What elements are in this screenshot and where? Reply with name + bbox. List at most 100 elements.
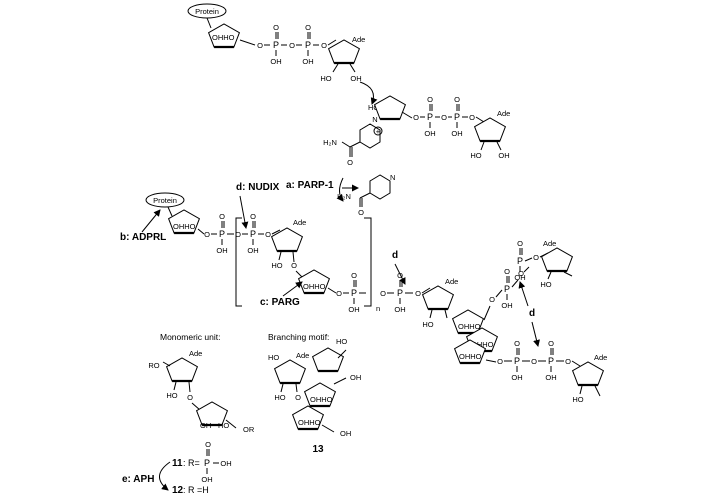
phosphate-hydroxyl: OH [511,373,522,382]
ribose-2-oh: HO [320,74,331,83]
bridging-oxygen: O [518,269,524,278]
chain-bond [571,360,581,367]
phosphoryl-oxygen: O [514,339,520,348]
phosphate-hydroxyl: OH [424,129,435,138]
phosphate-hydroxyl: OH [201,475,212,484]
bridging-oxygen: O [204,230,210,239]
phosphate-hydroxyl: OH [514,273,525,282]
parp1-label: a: PARP-1 [286,180,334,191]
monomeric-caption: Monomeric unit: [160,332,220,342]
chain-bond [485,359,497,363]
phosphate-hydroxyl: OH [348,305,359,314]
bridging-oxygen: O [531,357,537,366]
ribose-hydroxyl-bond [480,141,485,151]
top-ribose-ring [207,23,241,48]
phosphorus-atom: P [517,256,523,266]
polymer-left-bracket [235,217,242,307]
nad-adenosine-ring [473,117,507,142]
branch-low-hydroxyls: OHHO [298,418,321,427]
nudix-label: d: NUDIX [236,182,280,193]
phosphorus-atom: P [504,284,510,294]
chain-bond [523,266,530,273]
phosphoryl-oxygen: O [548,339,554,348]
ribose-2-oh: HO [271,261,282,270]
branch-motif-adenosine [273,359,307,384]
bridging-oxygen: O [497,357,503,366]
phosphorus-atom: P [427,112,433,122]
phosphoryl-oxygen: O [305,23,311,32]
phosphoryl-oxygen: O [351,271,357,280]
phosphoryl-oxygen: O [504,267,510,276]
monomer-adenosine [165,357,199,382]
ribose-3-oh: OH [350,74,361,83]
adenine-label: Ade [296,351,309,360]
monomer-ribose-ho: HO [218,421,229,430]
branch-5-ho: HO [268,353,279,362]
bridging-oxygen: O [336,289,342,298]
top-adenosine-ring [327,39,361,64]
ribose-2-oh: HO [166,391,177,400]
protein-label: Protein [195,7,219,16]
phosphoryl-oxygen: O [250,212,256,221]
pyridinium-ring [359,123,381,149]
chain-bond [327,287,337,294]
bridging-oxygen: O [415,289,421,298]
amide-oxygen: O [358,208,364,217]
monomer-or: OR [243,425,255,434]
bridging-oxygen: O [321,41,327,50]
ribose-hydroxyl-bond [496,141,502,151]
nudix-arrow [239,195,249,229]
chain-bond [321,424,335,433]
chain-bond [271,229,281,235]
phosphate-hydroxyl: OH [501,301,512,310]
ribose-3-oh: OH [498,151,509,160]
chain-bond [327,39,337,46]
phosphorus-atom: P [305,40,311,50]
ribose-2-oh: HO [274,393,285,402]
d-upper-arrow [394,263,406,285]
aph-reaction-arrow [159,461,171,491]
phosphoryl-oxygen: O [517,239,523,248]
terminal-adenosine-top [540,247,574,272]
d-label-upper: d [392,250,398,261]
polymer-ribose-hydroxyls: OHHO [173,222,196,231]
branch-low-oh: OH [340,429,351,438]
bridging-oxygen: O [441,113,447,122]
nucleophilic-attack-arrow [359,81,378,105]
bridging-oxygen: O [257,41,263,50]
phosphate-hydroxyl: OH [270,57,281,66]
terminal-adenosine-bottom [571,361,605,386]
ribose-hydroxyl-bond [280,383,284,393]
bridging-oxygen: O [265,230,271,239]
protein-attach-bond [167,206,173,217]
chain-bond [511,279,519,288]
adenine-label: Ade [352,35,365,44]
phosphate-hydroxyl: OH [394,305,405,314]
branch-motif-ribose-mid [303,382,337,407]
amide-nh2: H₂N [337,192,351,201]
protein-label: Protein [153,196,177,205]
pyridinium-nitrogen: N [372,115,377,124]
monomer-ribose-oh: OH [200,421,211,430]
glycosidic-oxygen: O [187,393,193,402]
phosphorus-atom: P [454,112,460,122]
polymer-right-bracket [364,217,372,307]
ribose-2-oh: HO [540,280,551,289]
bridging-oxygen: O [235,230,241,239]
glycosidic-bond [444,309,448,319]
branch-ribose-a [451,309,485,334]
protein-ellipse [145,192,185,208]
wavy-bond [563,271,573,277]
adenine-label: Ade [543,239,556,248]
branch-ribose-c [453,339,487,364]
compound-13-label: 13 [312,444,324,455]
branch-bond [483,305,491,321]
ribose-2-oh: HO [422,320,433,329]
amide-bond [341,141,351,148]
d-lower-arrow [531,321,540,347]
glycosidic-bond [188,381,191,393]
ribose-hydroxyl-bond [547,271,552,280]
parp1-reaction-arrow [336,177,344,202]
branch-motif-ribose-low [291,405,325,430]
phosphorus-atom: P [548,356,554,366]
